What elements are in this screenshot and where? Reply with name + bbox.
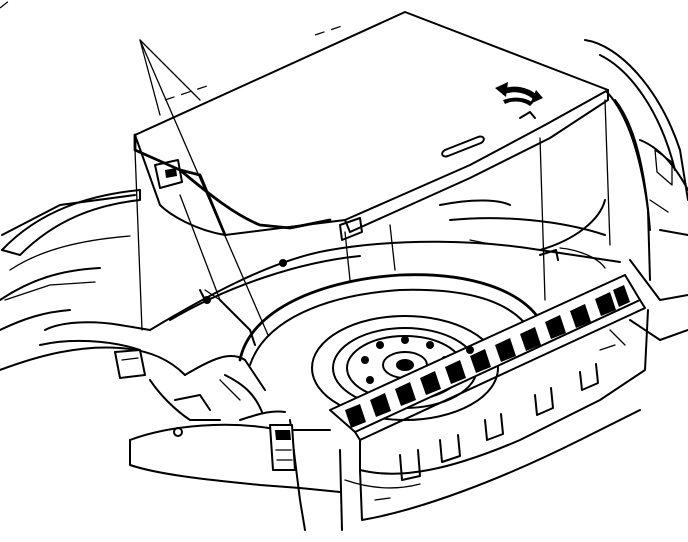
sill-plate-ribs (345, 285, 630, 428)
mount-fasteners (199, 249, 559, 354)
rear-bumper (129, 309, 649, 531)
vehicle-body-background (0, 0, 186, 379)
cargo-cover-panel (133, 11, 609, 241)
rear-sill-plate (329, 274, 646, 441)
cover-handle-slot (441, 135, 485, 158)
curved-double-arrow-icon (495, 82, 543, 106)
right-quarter-panel (584, 39, 688, 346)
assembly-guide-lines (134, 24, 611, 336)
